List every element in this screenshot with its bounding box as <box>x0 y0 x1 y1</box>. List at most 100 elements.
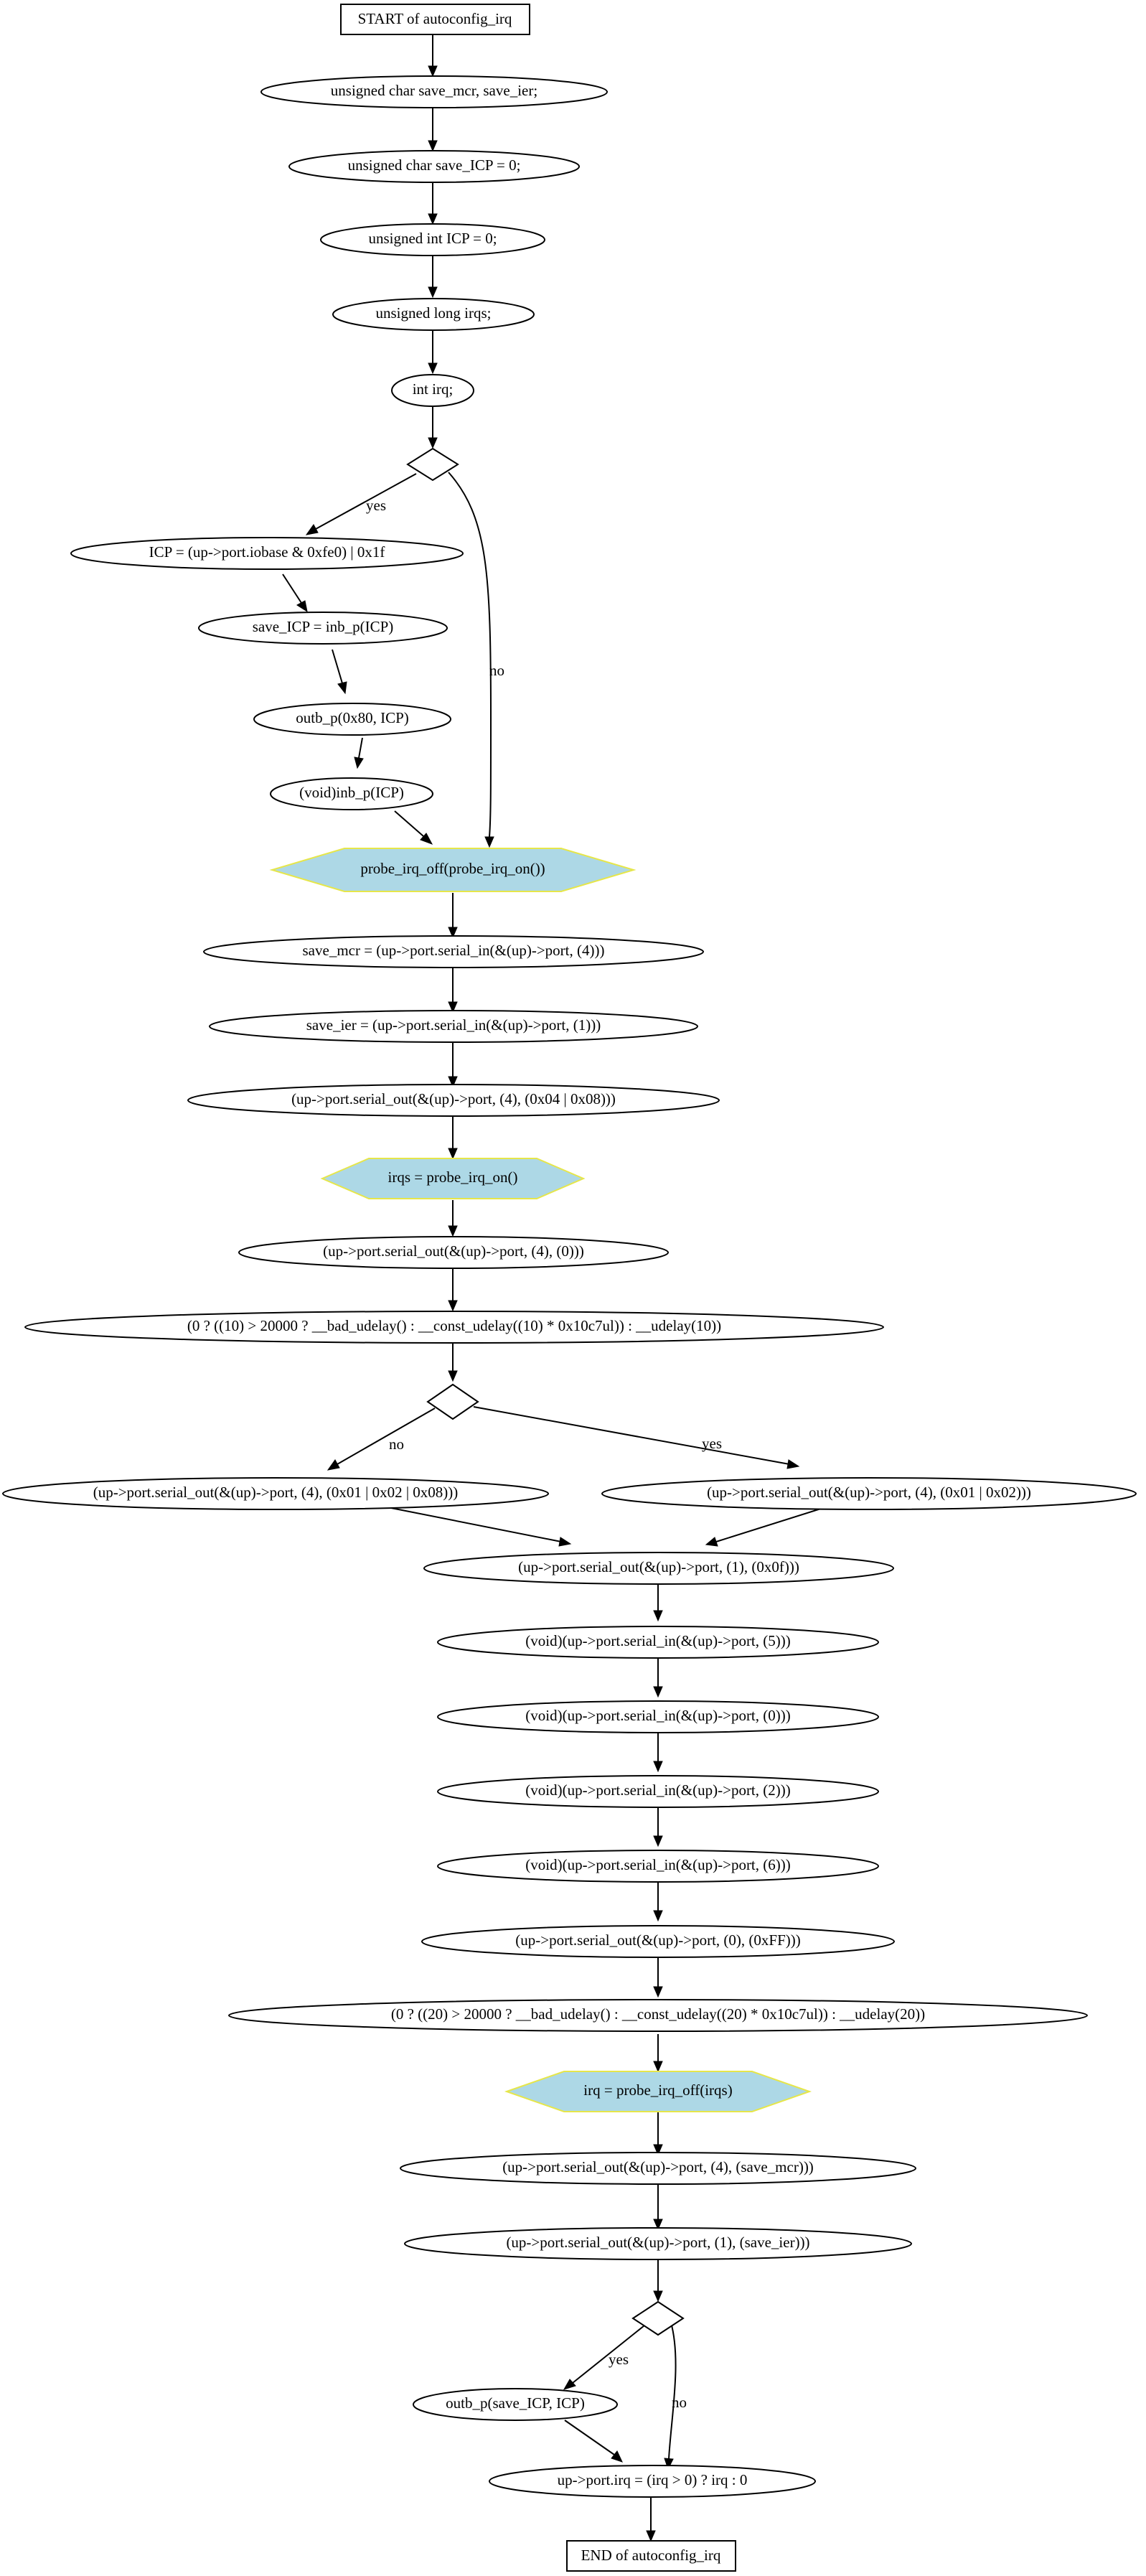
statement-node: (0 ? ((10) > 20000 ? __bad_udelay() : __… <box>24 1311 884 1344</box>
arrowhead <box>653 2061 663 2073</box>
arrowhead <box>448 1225 458 1237</box>
statement-node: (up->port.serial_out(&(up)->port, (1), (… <box>404 2227 912 2260</box>
arrowhead <box>428 65 438 78</box>
statement-label: (void)(up->port.serial_in(&(up)->port, (… <box>525 1707 791 1724</box>
arrowhead <box>448 1001 458 1013</box>
arrowhead <box>428 213 438 225</box>
statement-node: save_mcr = (up->port.serial_in(&(up)->po… <box>203 935 704 968</box>
edge-d1-h1 <box>448 472 492 838</box>
statement-label: int irq; <box>413 380 454 398</box>
arrowhead <box>327 1459 340 1471</box>
arrowhead <box>337 681 347 695</box>
statement-node: outb_p(0x80, ICP) <box>253 703 451 736</box>
arrowhead <box>653 1610 663 1622</box>
function-call-node: probe_irq_off(probe_irq_on()) <box>269 848 637 892</box>
statement-label: (void)(up->port.serial_in(&(up)->port, (… <box>525 1632 791 1649</box>
arrowhead <box>786 1459 800 1469</box>
statement-label: (void)(up->port.serial_in(&(up)->port, (… <box>525 1856 791 1873</box>
statement-label: (up->port.serial_out(&(up)->port, (4), (… <box>93 1484 459 1501</box>
arrowhead <box>484 836 494 848</box>
statement-label: unsigned char save_ICP = 0; <box>348 156 521 174</box>
statement-node: save_ier = (up->port.serial_in(&(up)->po… <box>209 1010 698 1043</box>
statement-node: save_ICP = inb_p(ICP) <box>198 612 448 645</box>
statement-label: (void)(up->port.serial_in(&(up)->port, (… <box>525 1781 791 1799</box>
statement-node: (up->port.serial_out(&(up)->port, (4), (… <box>400 2152 916 2185</box>
function-call-node: irq = probe_irq_off(irqs) <box>504 2071 812 2112</box>
statement-label: (up->port.serial_out(&(up)->port, (1), (… <box>506 2234 809 2251</box>
decision-node <box>406 447 459 482</box>
end-node: END of autoconfig_irq <box>566 2540 736 2572</box>
arrowhead <box>611 2450 623 2463</box>
arrowhead <box>653 1761 663 1773</box>
edge-d3-n30 <box>668 2322 677 2460</box>
edge-label-d3-no: no <box>672 2394 687 2411</box>
statement-label: (up->port.serial_out(&(up)->port, (4), (… <box>291 1090 616 1107</box>
arrowhead <box>428 140 438 152</box>
arrowhead <box>448 1300 458 1312</box>
arrowhead <box>558 1537 572 1547</box>
statement-label: (0 ? ((10) > 20000 ? __bad_udelay() : __… <box>187 1317 721 1334</box>
arrowhead <box>646 2530 656 2542</box>
statement-label: (up->port.serial_out(&(up)->port, (0), (… <box>515 1931 801 1949</box>
edge-label-d2-no: no <box>389 1435 404 1453</box>
edge-n18-n19 <box>715 1507 826 1542</box>
statement-node: (up->port.serial_out(&(up)->port, (1), (… <box>423 1552 894 1585</box>
arrowhead <box>420 833 433 845</box>
statement-node: (up->port.serial_out(&(up)->port, (0), (… <box>421 1925 895 1958</box>
statement-node: (void)(up->port.serial_in(&(up)->port, (… <box>437 1775 879 1808</box>
edge-n10-h1 <box>394 810 424 837</box>
edge-label-d1-yes: yes <box>366 497 386 514</box>
arrowhead <box>653 1835 663 1847</box>
statement-node: ICP = (up->port.iobase & 0xfe0) | 0x1f <box>70 537 464 570</box>
edge-n8-n9 <box>332 649 343 684</box>
decision-node <box>631 2300 685 2336</box>
edge-d2-n17 <box>337 1408 436 1465</box>
function-call-node: irqs = probe_irq_on() <box>320 1158 586 1199</box>
arrowhead <box>448 927 458 939</box>
statement-label: (up->port.serial_out(&(up)->port, (4), (… <box>707 1484 1031 1501</box>
arrowhead <box>653 2219 663 2231</box>
statement-node: int irq; <box>391 374 474 407</box>
arrowhead <box>563 2379 576 2390</box>
edge-n29-n30 <box>564 2420 615 2455</box>
arrowhead <box>664 2458 674 2470</box>
start-node-label: START of autoconfig_irq <box>358 10 512 27</box>
statement-label: save_mcr = (up->port.serial_in(&(up)->po… <box>303 942 605 959</box>
statement-label: (up->port.serial_out(&(up)->port, (4), (… <box>502 2158 814 2175</box>
arrowhead <box>448 1076 458 1088</box>
statement-label: unsigned char save_mcr, save_ier; <box>331 82 537 99</box>
arrowhead <box>354 757 364 769</box>
statement-node: (up->port.serial_out(&(up)->port, (4), (… <box>601 1477 1137 1510</box>
statement-label: outb_p(save_ICP, ICP) <box>446 2394 585 2412</box>
statement-node: unsigned char save_ICP = 0; <box>288 150 580 183</box>
statement-node: (void)(up->port.serial_in(&(up)->port, (… <box>437 1626 879 1659</box>
edge-n9-n10 <box>358 737 363 759</box>
edge-n7-n8 <box>282 573 302 604</box>
statement-node: outb_p(save_ICP, ICP) <box>413 2388 618 2421</box>
edge-label-d3-yes: yes <box>609 2351 629 2368</box>
statement-label: unsigned int ICP = 0; <box>368 230 497 247</box>
statement-node: (up->port.serial_out(&(up)->port, (4), (… <box>187 1084 720 1117</box>
arrowhead <box>653 2290 663 2303</box>
arrowhead <box>305 524 319 535</box>
statement-node: unsigned int ICP = 0; <box>320 223 545 256</box>
statement-node: unsigned char save_mcr, save_ier; <box>260 75 608 108</box>
arrowhead <box>428 286 438 299</box>
arrowhead <box>705 1537 718 1547</box>
statement-label: save_ier = (up->port.serial_in(&(up)->po… <box>306 1016 601 1034</box>
function-call-label: irq = probe_irq_off(irqs) <box>583 2081 732 2099</box>
edge-label-d2-yes: yes <box>702 1435 722 1452</box>
statement-label: (up->port.serial_out(&(up)->port, (1), (… <box>518 1558 799 1575</box>
start-node: START of autoconfig_irq <box>340 4 530 35</box>
edge-d3-n29 <box>572 2325 645 2384</box>
statement-node: (0 ? ((20) > 20000 ? __bad_udelay() : __… <box>228 1999 1088 2032</box>
arrowhead <box>653 1910 663 1922</box>
statement-node: (up->port.serial_out(&(up)->port, (4), (… <box>2 1477 549 1510</box>
statement-node: (up->port.serial_out(&(up)->port, (4), (… <box>238 1236 669 1269</box>
arrowhead <box>428 437 438 449</box>
statement-label: (void)inb_p(ICP) <box>299 784 404 801</box>
end-node-label: END of autoconfig_irq <box>581 2547 721 2564</box>
statement-label: (0 ? ((20) > 20000 ? __bad_udelay() : __… <box>391 2005 925 2023</box>
arrowhead <box>653 2144 663 2156</box>
